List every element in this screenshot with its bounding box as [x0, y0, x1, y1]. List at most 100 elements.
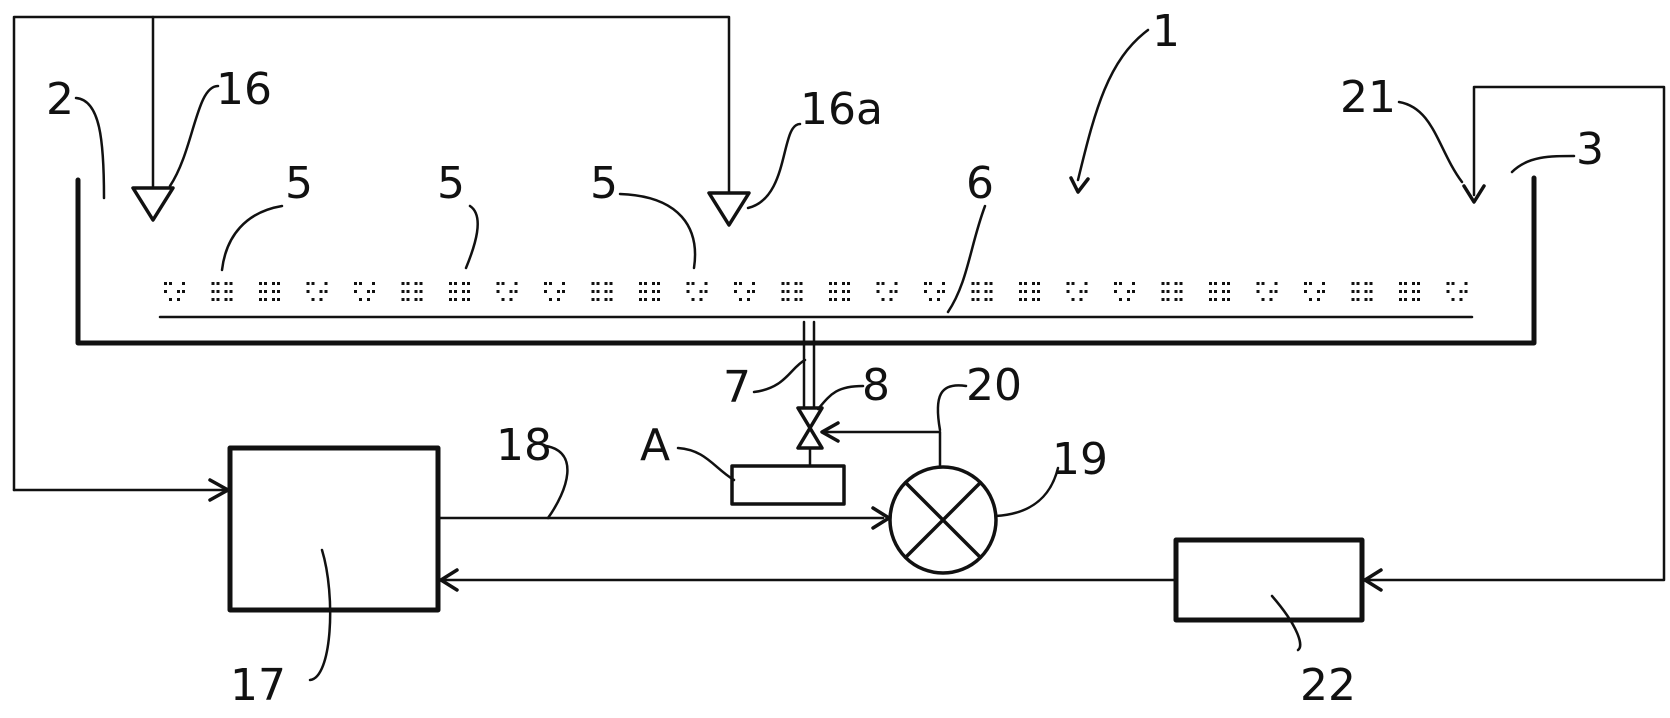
membrane-dot: [414, 298, 418, 301]
membrane-dot: [467, 290, 470, 293]
membrane-dot: [1066, 290, 1070, 293]
label-16a: 16a: [800, 84, 883, 135]
membrane-dot: [1459, 298, 1463, 301]
membrane-dot: [734, 290, 737, 293]
membrane-dot: [652, 282, 655, 285]
pump-circle: [888, 465, 998, 575]
membrane-dot: [734, 282, 737, 285]
membrane-dot: [1446, 290, 1450, 293]
membrane-dot: [211, 298, 215, 301]
membrane-dot: [881, 282, 885, 285]
membrane-dot: [781, 290, 785, 293]
membrane-dot: [359, 298, 362, 301]
membrane-dot: [894, 290, 898, 293]
membrane-dot: [1269, 290, 1273, 293]
membrane-dot: [182, 282, 185, 285]
membrane-dot: [639, 298, 642, 301]
membrane-dot: [1114, 290, 1117, 293]
membrane-dot: [229, 282, 233, 285]
membrane-dot: [372, 290, 375, 293]
membrane-dot: [467, 282, 470, 285]
membrane-dot: [169, 282, 172, 285]
membrane-dot: [354, 282, 357, 285]
membrane-dot: [971, 298, 975, 301]
membrane-dot: [164, 282, 167, 285]
membrane-dot: [264, 290, 267, 293]
membrane-dot: [1222, 298, 1225, 301]
membrane-dot: [1161, 298, 1165, 301]
leader-2: [74, 96, 106, 200]
membrane-dot: [514, 290, 518, 293]
membrane-dot: [984, 298, 988, 301]
membrane-dot: [324, 282, 328, 285]
leader-1: [1076, 28, 1150, 182]
membrane-dot: [1084, 290, 1088, 293]
membrane-dot: [1227, 290, 1230, 293]
membrane-dot: [1114, 282, 1117, 285]
membrane-dot: [842, 282, 845, 285]
membrane-dot: [1309, 298, 1312, 301]
membrane-dot: [1174, 282, 1178, 285]
membrane-dot: [211, 282, 215, 285]
membrane-dot: [876, 282, 880, 285]
membrane-dot: [1404, 282, 1407, 285]
membrane-dot: [596, 290, 600, 293]
membrane-dot: [1369, 290, 1373, 293]
membrane-dot: [781, 282, 785, 285]
membrane-dot: [406, 290, 410, 293]
leader-5c: [618, 192, 697, 270]
membrane-dot: [847, 298, 850, 301]
membrane-dot: [1032, 282, 1035, 285]
membrane-dot: [971, 290, 975, 293]
valve-control-line: [820, 430, 942, 469]
membrane-dot: [604, 282, 608, 285]
membrane-dot: [216, 282, 220, 285]
membrane-dot: [691, 298, 695, 301]
membrane-dot: [596, 282, 600, 285]
membrane-dot: [549, 298, 552, 301]
membrane-dot: [454, 298, 457, 301]
membrane-dot: [216, 290, 220, 293]
membrane-dot: [462, 298, 465, 301]
membrane-dot: [419, 282, 423, 285]
membrane-dot: [1417, 282, 1420, 285]
membrane-dot: [501, 282, 505, 285]
membrane-dot: [401, 290, 405, 293]
membrane-dot: [462, 282, 465, 285]
membrane-dot: [1019, 290, 1022, 293]
membrane-dot: [704, 282, 708, 285]
filter-box: [1173, 537, 1365, 623]
arrow-controller-return-icon: [439, 568, 459, 592]
membrane-dot: [419, 290, 423, 293]
membrane-dot: [794, 282, 798, 285]
return-line: [1364, 85, 1666, 582]
membrane-dot: [1304, 282, 1307, 285]
membrane-dot: [876, 290, 880, 293]
membrane-dot: [1256, 290, 1260, 293]
membrane-dot: [842, 298, 845, 301]
membrane-dot: [1412, 282, 1415, 285]
membrane-dot: [557, 298, 560, 301]
label-18: 18: [496, 420, 552, 471]
membrane-dot: [942, 290, 945, 293]
membrane-dot: [591, 282, 595, 285]
membrane-dot: [609, 282, 613, 285]
label-3: 3: [1576, 124, 1604, 175]
membrane-dot: [1179, 282, 1183, 285]
membrane-dot: [976, 290, 980, 293]
membrane-dot: [324, 290, 328, 293]
membrane-dot: [1174, 298, 1178, 301]
membrane-dot: [1351, 298, 1355, 301]
membrane-dot: [1127, 298, 1130, 301]
membrane-dot: [686, 282, 690, 285]
membrane-dot: [657, 298, 660, 301]
membrane-dot: [1364, 290, 1368, 293]
membrane-dot: [549, 282, 552, 285]
membrane-dot: [1369, 282, 1373, 285]
membrane-dot: [639, 290, 642, 293]
membrane-dot: [449, 290, 452, 293]
arrow-filter-in-icon: [1363, 568, 1383, 592]
arrow-controller-in-icon: [208, 478, 230, 502]
membrane-dot: [449, 282, 452, 285]
